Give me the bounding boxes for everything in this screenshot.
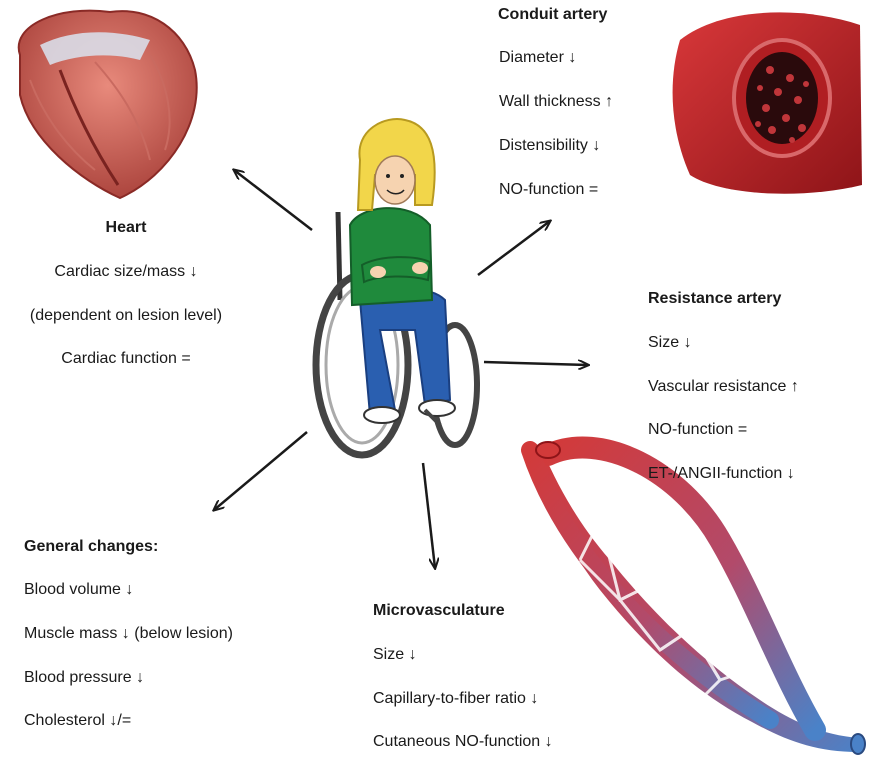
heart-item-1: Cardiac size/mass ↓: [20, 262, 232, 282]
arrow-to-heart: [234, 170, 312, 230]
conduit-artery-item-1: Diameter ↓: [499, 48, 576, 68]
resistance-artery-item-4: ET-/ANGII-function ↓: [648, 464, 795, 484]
heart-item-3: Cardiac function =: [40, 349, 212, 369]
resistance-artery-item-2: Vascular resistance ↑: [648, 377, 799, 397]
heart-illustration: [19, 11, 197, 198]
general-changes-item-3: Blood pressure ↓: [24, 668, 144, 688]
microvasculature-title: Microvasculature: [373, 601, 505, 621]
capillary-network-illustration: [528, 442, 865, 754]
arrow-to-resistance-artery: [484, 362, 588, 365]
resistance-artery-item-1: Size ↓: [648, 333, 692, 353]
artery-illustration: [673, 12, 862, 193]
conduit-artery-title: Conduit artery: [498, 5, 607, 25]
general-changes-item-2: Muscle mass ↓ (below lesion): [24, 624, 233, 644]
general-changes-title: General changes:: [24, 537, 158, 557]
conduit-artery-item-2: Wall thickness ↑: [499, 92, 613, 112]
arrow-to-conduit-artery: [478, 221, 550, 275]
arrow-to-general-changes: [214, 432, 307, 510]
general-changes-item-1: Blood volume ↓: [24, 580, 133, 600]
wheelchair-user-illustration: [316, 119, 477, 455]
microvasculature-item-3: Cutaneous NO-function ↓: [373, 732, 553, 752]
arrow-to-microvasculature: [423, 463, 435, 568]
heart-item-2: (dependent on lesion level): [6, 306, 246, 326]
microvasculature-item-2: Capillary-to-fiber ratio ↓: [373, 689, 538, 709]
microvasculature-item-1: Size ↓: [373, 645, 417, 665]
conduit-artery-item-3: Distensibility ↓: [499, 136, 600, 156]
resistance-artery-item-3: NO-function =: [648, 420, 747, 440]
heart-title: Heart: [100, 218, 152, 238]
conduit-artery-item-4: NO-function =: [499, 180, 598, 200]
general-changes-item-4: Cholesterol ↓/=: [24, 711, 131, 731]
resistance-artery-title: Resistance artery: [648, 289, 781, 309]
